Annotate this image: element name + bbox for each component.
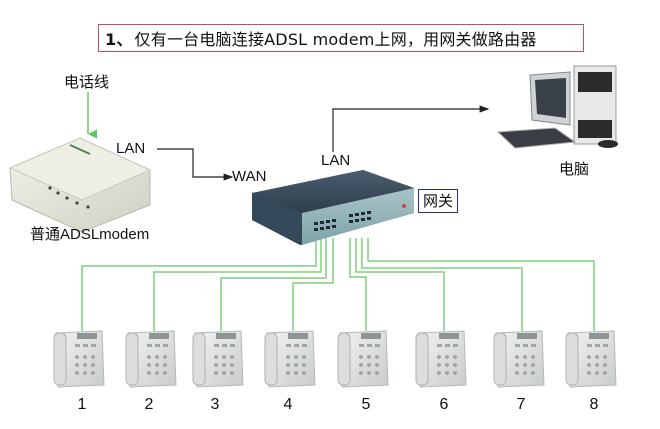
title-number: 1、: [105, 30, 133, 49]
phone-number-2: 2: [144, 396, 154, 413]
modem-to-gateway-cable: [157, 148, 234, 181]
phone-8-icon: [565, 330, 617, 388]
computer-label: 电脑: [559, 161, 590, 178]
gateway-to-computer-cable: [332, 105, 490, 152]
phone-cable-3: [220, 238, 327, 331]
phone-4-icon: [264, 330, 316, 388]
phone-5-icon: [337, 330, 389, 388]
diagram-title: 1、 仅有一台电脑连接ADSL modem上网，用网关做路由器: [98, 24, 584, 52]
phone-number-4: 4: [283, 396, 293, 413]
computer-icon: [496, 65, 618, 149]
gateway-label: 网关: [418, 189, 459, 213]
phone-number-8: 8: [589, 396, 599, 413]
phone-2-icon: [125, 330, 177, 388]
phone-cable-8: [367, 238, 595, 331]
phone-line-label: 电话线: [64, 74, 110, 91]
title-text: 仅有一台电脑连接ADSL modem上网，用网关做路由器: [134, 30, 537, 49]
phones-group: [53, 330, 617, 388]
phone-cable-5: [349, 238, 367, 331]
phone-cable-2: [153, 238, 322, 331]
phone-cable-7: [361, 238, 523, 331]
phone-number-3: 3: [210, 396, 220, 413]
phone-number-7: 7: [516, 396, 526, 413]
phone-cables: [81, 238, 595, 331]
phone-3-icon: [192, 330, 244, 388]
adsl-modem-icon: [8, 137, 152, 233]
phone-number-5: 5: [361, 396, 371, 413]
gateway-icon: [252, 170, 414, 245]
phone-cable-6: [355, 238, 445, 331]
gateway-lan-label: LAN: [321, 152, 351, 169]
phone-7-icon: [493, 330, 545, 388]
phone-1-icon: [53, 330, 105, 388]
phone-cable-4: [292, 238, 334, 331]
phone-number-1: 1: [77, 396, 87, 413]
modem-lan-label: LAN: [116, 140, 146, 157]
phone-6-icon: [415, 330, 467, 388]
phone-number-6: 6: [439, 396, 449, 413]
modem-label: 普通ADSLmodem: [30, 226, 150, 243]
phone-cable-1: [81, 238, 317, 331]
gateway-wan-label: WAN: [232, 168, 267, 185]
